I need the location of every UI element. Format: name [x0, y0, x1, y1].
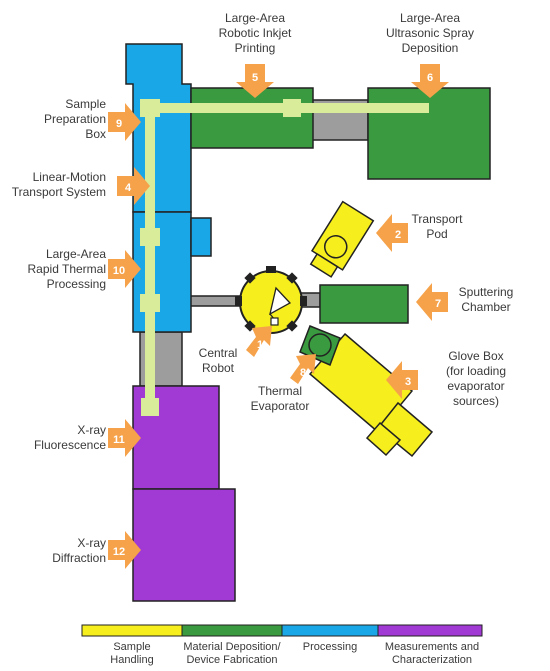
callout-number-4: 4 — [125, 182, 132, 194]
callout-number-2: 2 — [395, 229, 401, 241]
label-sputtering-chamber: Sputtering Chamber — [459, 285, 514, 314]
callout-number-1: 1 — [257, 339, 263, 351]
svg-text:Robot: Robot — [202, 361, 235, 375]
svg-text:Processing: Processing — [47, 277, 106, 291]
label-central-robot: Central Robot — [199, 346, 238, 375]
label-x-ray-fluorescence: X-ray Fluorescence — [34, 423, 106, 452]
callout-number-12: 12 — [113, 546, 125, 558]
callout-arrow-1 — [246, 326, 272, 357]
label-inkjet-printing: Large-Area Robotic Inkjet Printing — [219, 11, 292, 55]
legend-label-sample-handling: Sample — [113, 641, 150, 653]
callout-arrow-4 — [117, 167, 150, 205]
label-sample-preparation: Sample Preparation Box — [44, 97, 106, 141]
svg-text:Thermal: Thermal — [258, 384, 302, 398]
svg-text:Large-Area: Large-Area — [225, 11, 285, 25]
callout-number-10: 10 — [113, 265, 125, 277]
svg-text:Linear-Motion: Linear-Motion — [33, 170, 106, 184]
label-x-ray-diffraction: X-ray Diffraction — [52, 536, 106, 565]
svg-text:Transport: Transport — [412, 212, 464, 226]
callout-number-9: 9 — [116, 118, 122, 130]
svg-text:Pod: Pod — [426, 227, 447, 241]
callout-number-3: 3 — [405, 376, 411, 388]
connector-robot-arm — [189, 295, 241, 307]
svg-text:Transport System: Transport System — [12, 185, 106, 199]
svg-text:evaporator: evaporator — [447, 379, 504, 393]
legend-swatch-processing — [281, 624, 379, 637]
central-robot — [235, 266, 307, 334]
legend-label-material-deposition: Material Deposition/ — [183, 641, 281, 653]
svg-text:Preparation: Preparation — [44, 112, 106, 126]
svg-text:Central: Central — [199, 346, 238, 360]
svg-text:sources): sources) — [453, 394, 499, 408]
svg-text:Diffraction: Diffraction — [52, 551, 106, 565]
transport-pod — [309, 200, 375, 278]
svg-text:Fluorescence: Fluorescence — [34, 438, 106, 452]
label-glove-box: Glove Box (for loading evaporator source… — [446, 349, 506, 408]
legend-swatch-sample-handling — [81, 624, 183, 637]
svg-text:Sputtering: Sputtering — [459, 285, 514, 299]
callout-arrow-3 — [386, 361, 418, 399]
callout-number-7: 7 — [435, 298, 441, 310]
legend-label-measurements: Measurements and — [385, 641, 479, 653]
label-thermal-evaporator: Thermal Evaporator — [251, 384, 310, 413]
legend-label-processing: Processing — [303, 641, 357, 653]
svg-text:Ultrasonic Spray: Ultrasonic Spray — [386, 26, 474, 40]
callout-arrow-8 — [290, 354, 316, 384]
svg-text:Robotic Inkjet: Robotic Inkjet — [219, 26, 292, 40]
callout-number-8: 8 — [300, 367, 306, 379]
svg-text:X-ray: X-ray — [77, 536, 106, 550]
svg-text:X-ray: X-ray — [77, 423, 106, 437]
svg-text:Rapid Thermal: Rapid Thermal — [28, 262, 106, 276]
sputtering-chamber-module — [319, 284, 409, 324]
svg-text:Deposition: Deposition — [402, 41, 459, 55]
label-ultrasonic-spray: Large-Area Ultrasonic Spray Deposition — [386, 11, 474, 55]
svg-text:Glove Box: Glove Box — [448, 349, 503, 363]
legend: Sample Handling Material Deposition/ Dev… — [81, 624, 483, 666]
callout-arrow-11 — [108, 419, 141, 457]
svg-text:Large-Area: Large-Area — [400, 11, 460, 25]
svg-text:(for loading: (for loading — [446, 364, 506, 378]
ultrasonic-spray-deposition-module — [367, 87, 491, 180]
legend-label-material-deposition-2: Device Fabrication — [186, 654, 277, 666]
callout-arrow-10 — [108, 250, 141, 288]
callout-arrow-12 — [108, 531, 141, 569]
callout-arrow-9 — [108, 103, 141, 141]
callout-number-11: 11 — [113, 434, 125, 446]
legend-label-sample-handling-2: Handling — [110, 654, 153, 666]
svg-text:Box: Box — [85, 127, 106, 141]
legend-label-measurements-2: Characterization — [392, 654, 472, 666]
linear-motion-track — [140, 99, 429, 416]
svg-text:Evaporator: Evaporator — [251, 399, 310, 413]
callout-number-5: 5 — [252, 72, 258, 84]
callout-arrow-6 — [411, 64, 449, 98]
label-transport-pod: Transport Pod — [412, 212, 464, 241]
rapid-thermal-side-port — [190, 217, 212, 257]
svg-text:Large-Area: Large-Area — [46, 247, 106, 261]
x-ray-diffraction-module — [132, 488, 236, 602]
svg-text:Printing: Printing — [235, 41, 276, 55]
robotic-inkjet-printing-module — [190, 87, 314, 149]
callout-arrow-5 — [236, 64, 274, 98]
callout-arrow-7 — [416, 283, 448, 321]
callout-number-6: 6 — [427, 72, 433, 84]
legend-swatch-material-deposition — [181, 624, 283, 637]
svg-text:Chamber: Chamber — [461, 300, 510, 314]
legend-swatch-measurements — [377, 624, 483, 637]
svg-text:Sample: Sample — [65, 97, 106, 111]
label-linear-motion: Linear-Motion Transport System — [12, 170, 106, 199]
callout-arrow-2 — [376, 214, 408, 252]
label-rapid-thermal: Large-Area Rapid Thermal Processing — [28, 247, 107, 291]
